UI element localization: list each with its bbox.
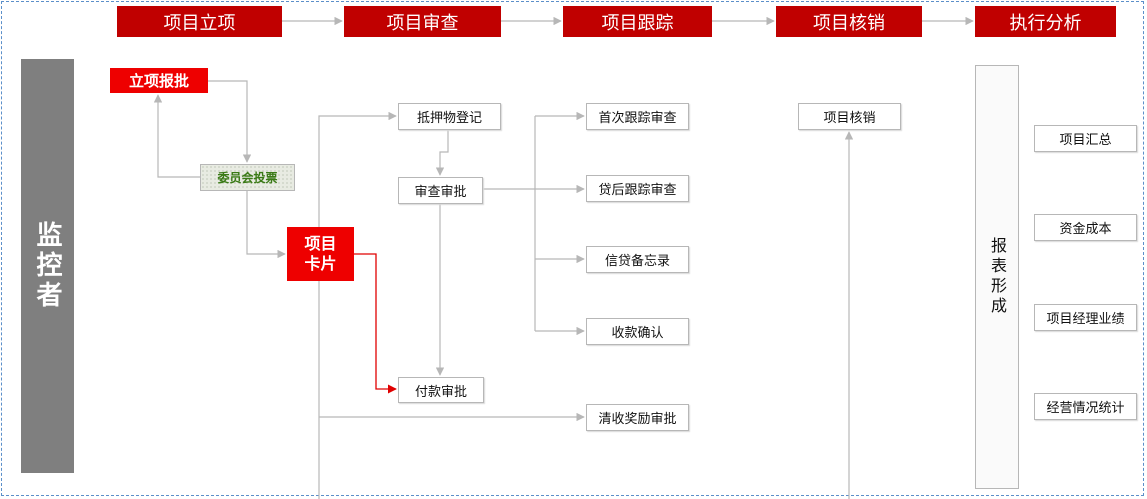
node-post-loan-tracking: 贷后跟踪审查 bbox=[586, 175, 689, 202]
connector-card-payment bbox=[354, 253, 397, 394]
node-operation-statistics: 经营情况统计 bbox=[1034, 393, 1137, 420]
node-collection-reward: 清收奖励审批 bbox=[586, 404, 689, 431]
phase-writeoff: 项目核销 bbox=[776, 6, 922, 37]
node-project-card: 项目 卡片 bbox=[287, 227, 354, 281]
node-manager-performance: 项目经理业绩 bbox=[1034, 304, 1137, 331]
connector-vote-card bbox=[246, 191, 286, 259]
node-committee-vote: 委员会投票 bbox=[200, 164, 295, 191]
node-credit-memo: 信贷备忘录 bbox=[586, 246, 689, 273]
connector-collateral-review bbox=[435, 130, 449, 176]
node-review-approval: 审查审批 bbox=[398, 177, 483, 204]
connector-card-trunk bbox=[318, 111, 397, 254]
node-payment-approval: 付款审批 bbox=[398, 377, 484, 403]
connector-vote-approval bbox=[153, 94, 200, 178]
node-payment-receipt: 收款确认 bbox=[586, 318, 689, 345]
monitor-lane: 监控者 bbox=[21, 59, 74, 473]
phase-tracking: 项目跟踪 bbox=[563, 6, 712, 37]
phase-analysis: 执行分析 bbox=[975, 6, 1116, 37]
connector-approval-vote bbox=[208, 80, 252, 163]
node-project-writeoff: 项目核销 bbox=[798, 103, 901, 130]
node-report-generation: 报表形成 bbox=[975, 65, 1019, 489]
node-project-summary: 项目汇总 bbox=[1034, 125, 1137, 152]
node-approval: 立项报批 bbox=[110, 68, 208, 93]
phase-initiation: 项目立项 bbox=[117, 6, 282, 37]
phase-review: 项目审查 bbox=[344, 6, 501, 37]
node-capital-cost: 资金成本 bbox=[1034, 214, 1137, 241]
node-first-tracking: 首次跟踪审查 bbox=[586, 103, 689, 130]
node-collateral-registration: 抵押物登记 bbox=[398, 103, 501, 130]
